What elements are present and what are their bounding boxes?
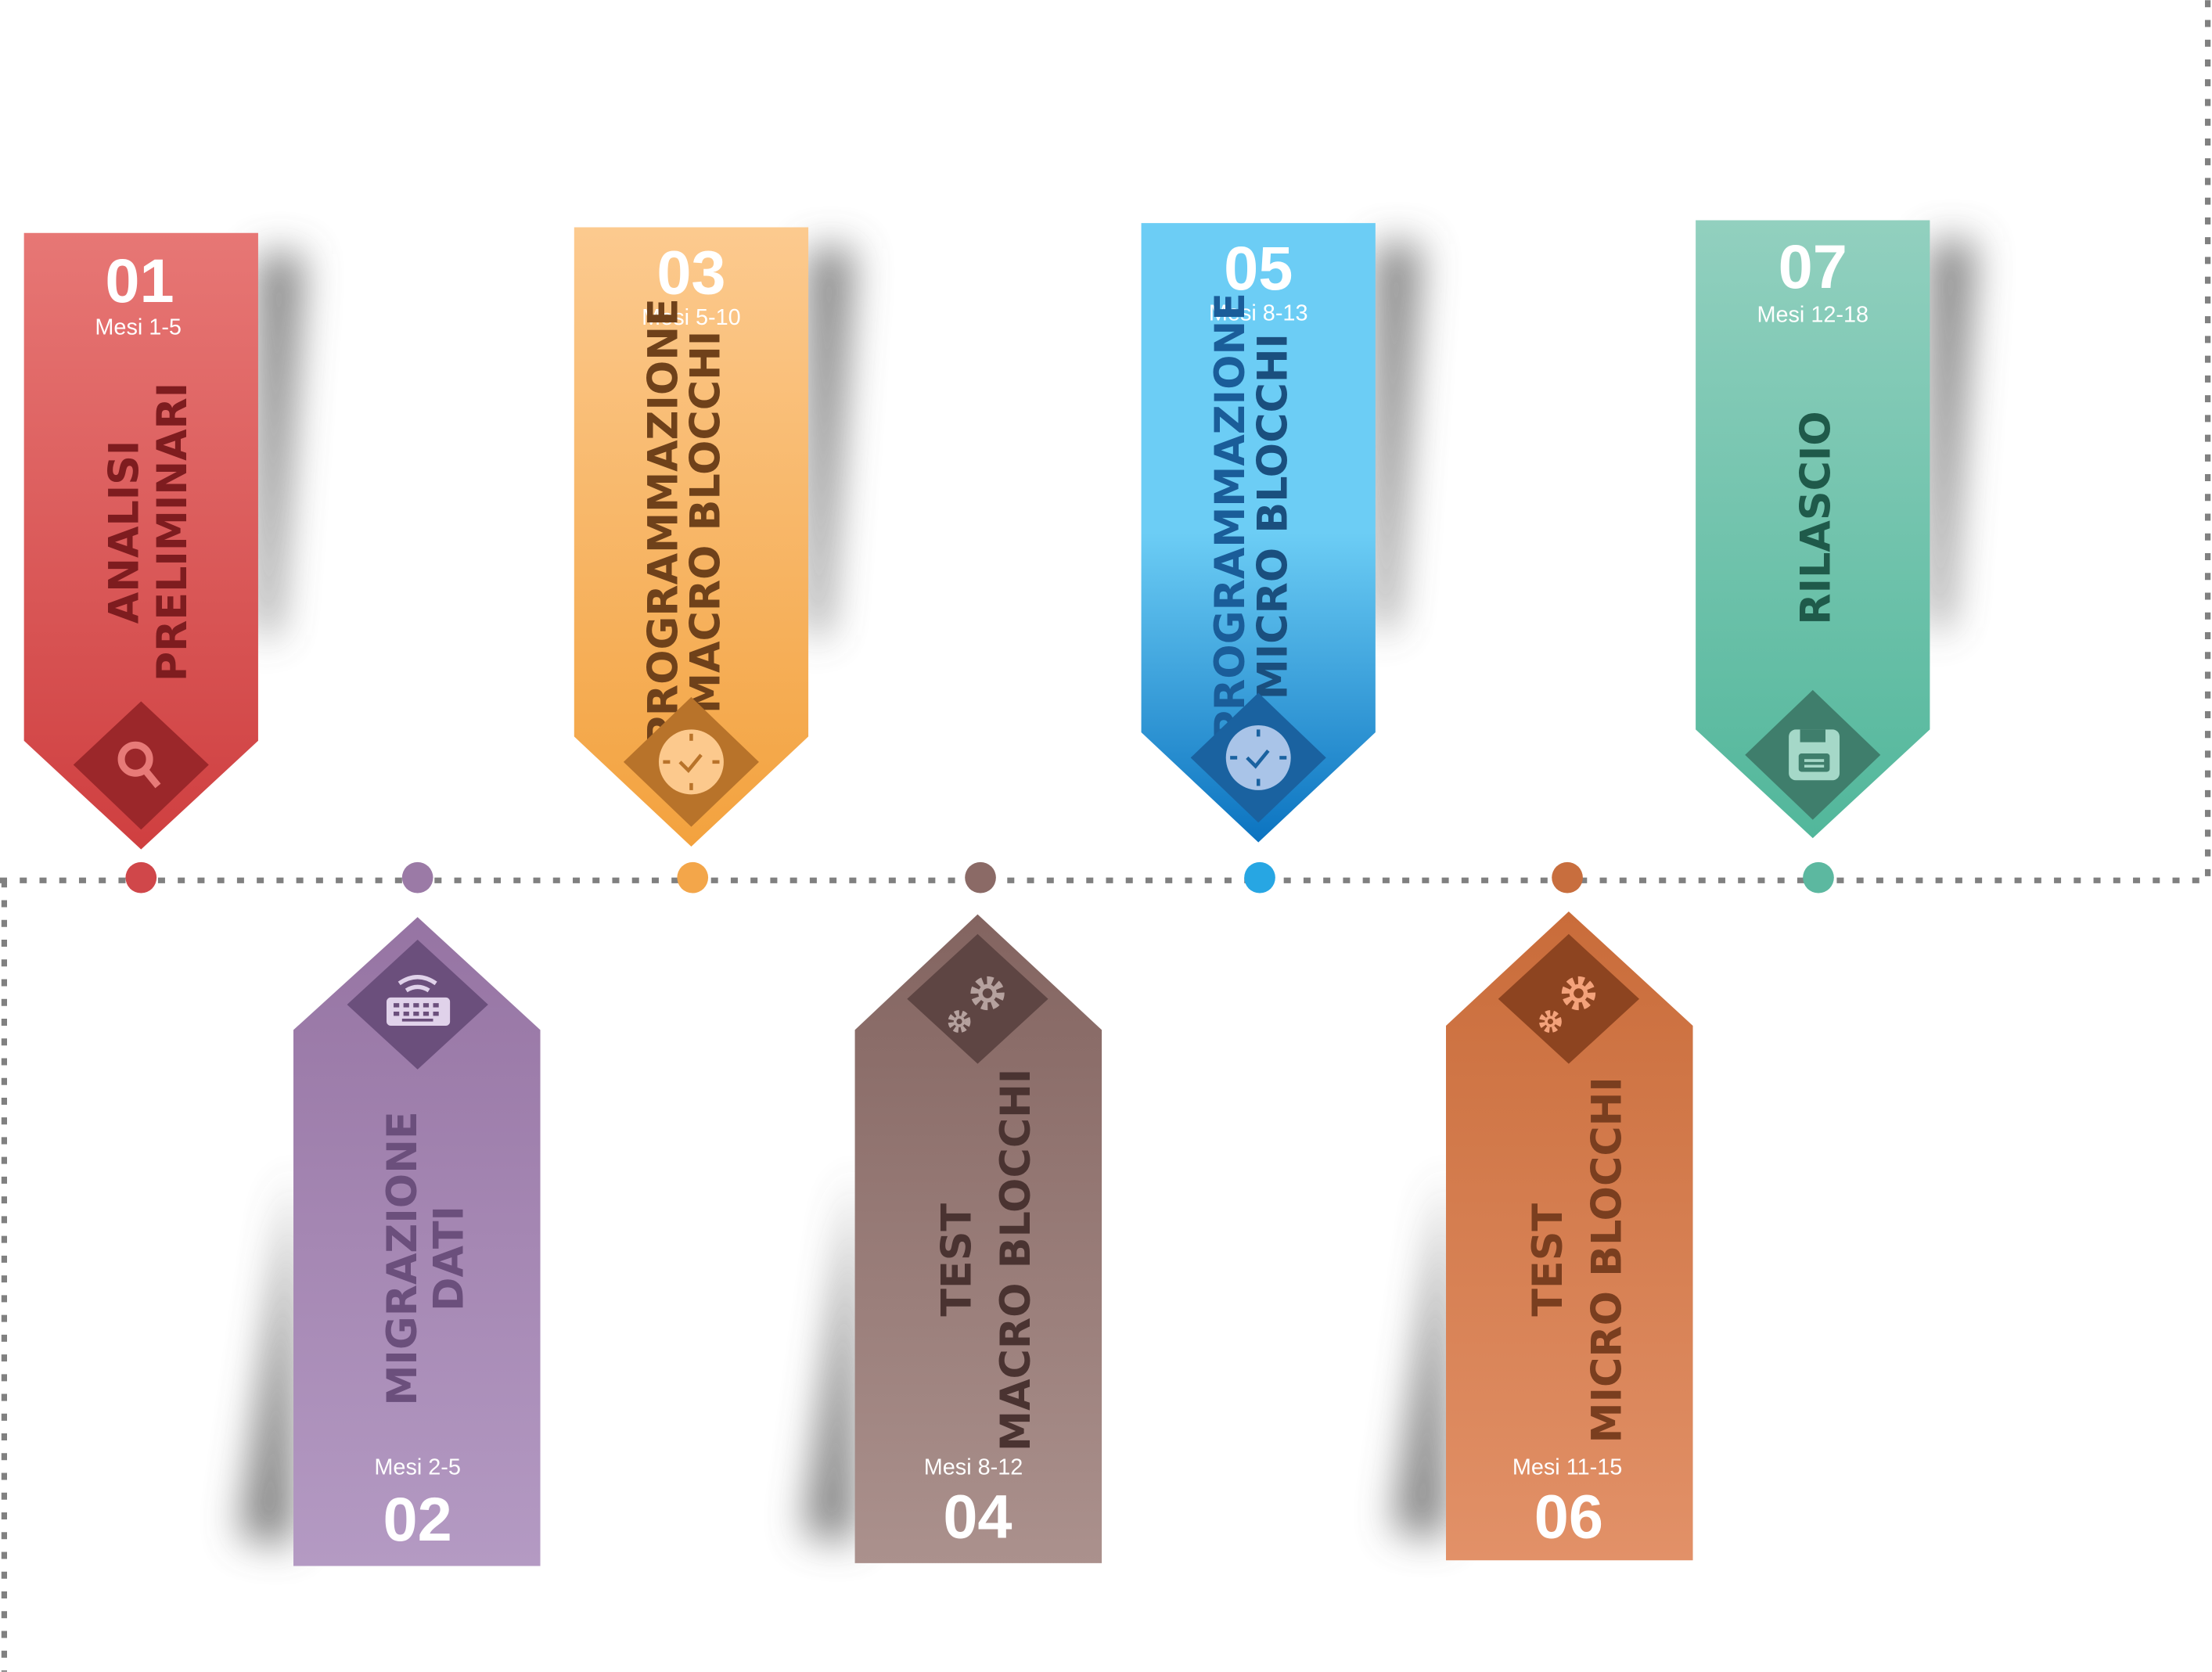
- phase-months: Mesi 2-5: [374, 1454, 461, 1480]
- milestone-dots: [125, 861, 1834, 894]
- milestone-dot-03: [677, 861, 709, 894]
- phase-title-line: PROGRAMMAZIONE: [639, 298, 687, 746]
- phase-months: Mesi 8-12: [924, 1454, 1023, 1480]
- gears-icon: [1539, 976, 1596, 1034]
- phase-title-line: PROGRAMMAZIONE: [1207, 293, 1254, 740]
- milestone-dot-06: [1552, 861, 1583, 894]
- phase-title-line: RILASCIO: [1792, 411, 1840, 624]
- phase-card-05: 05 Mesi 8-13 PROGRAMMAZIONE MICRO BLOCCH…: [1141, 223, 1376, 843]
- phase-title-line: DATI: [425, 1206, 473, 1311]
- milestone-dot-05: [1244, 861, 1275, 894]
- phase-title-line: MACRO BLOCCHI: [682, 331, 729, 714]
- milestone-dot-02: [401, 861, 433, 894]
- phase-months: Mesi 11-15: [1512, 1454, 1622, 1480]
- milestone-dot-07: [1803, 861, 1834, 894]
- phase-title-line: TEST: [1524, 1203, 1572, 1317]
- phase-number: 03: [656, 237, 725, 307]
- phase-number: 01: [105, 246, 174, 315]
- phase-months: Mesi 1-5: [95, 315, 182, 340]
- phase-card-03: 03 Mesi 5-10 PROGRAMMAZIONE MACRO BLOCCH…: [574, 227, 809, 847]
- phase-title-line: ANALISI: [101, 440, 149, 624]
- clock-icon: [1225, 725, 1291, 790]
- save-icon: [1789, 729, 1840, 781]
- phase-title-line: PRELIMINARI: [149, 383, 196, 681]
- phase-card-07: 07 Mesi 12-18 RILASCIO: [1696, 220, 1930, 839]
- phase-card-04: TEST MACRO BLOCCHI Mesi 8-12 04: [854, 914, 1102, 1563]
- clock-icon: [658, 729, 724, 795]
- phase-title-line: TEST: [933, 1203, 980, 1317]
- phase-number: 04: [943, 1481, 1012, 1551]
- phase-number: 07: [1779, 232, 1847, 301]
- phase-card-01: 01 Mesi 1-5 ANALISI PRELIMINARI: [23, 232, 258, 850]
- phase-months: Mesi 8-13: [1209, 301, 1308, 326]
- phase-months: Mesi 5-10: [642, 305, 741, 330]
- phase-card-02: MIGRAZIONE DATI Mesi 2-5 02: [293, 917, 541, 1566]
- phase-title-line: MICRO BLOCCHI: [1584, 1077, 1631, 1443]
- shadows: [239, 241, 1976, 1545]
- milestone-dot-01: [125, 861, 157, 894]
- gears-icon: [948, 976, 1005, 1034]
- milestone-dot-04: [965, 861, 996, 894]
- phase-number: 06: [1534, 1481, 1603, 1551]
- phase-title-line: MIGRAZIONE: [379, 1111, 426, 1405]
- keyboard-icon: [387, 975, 451, 1026]
- phase-card-06: TEST MICRO BLOCCHI Mesi 11-15 06: [1446, 911, 1693, 1561]
- phase-months: Mesi 12-18: [1757, 302, 1869, 327]
- phase-number: 02: [383, 1484, 452, 1554]
- phase-title-line: MICRO BLOCCHI: [1249, 333, 1297, 699]
- search-icon: [117, 741, 161, 789]
- phase-number: 05: [1224, 233, 1293, 303]
- phase-title-line: MACRO BLOCCHI: [992, 1069, 1040, 1451]
